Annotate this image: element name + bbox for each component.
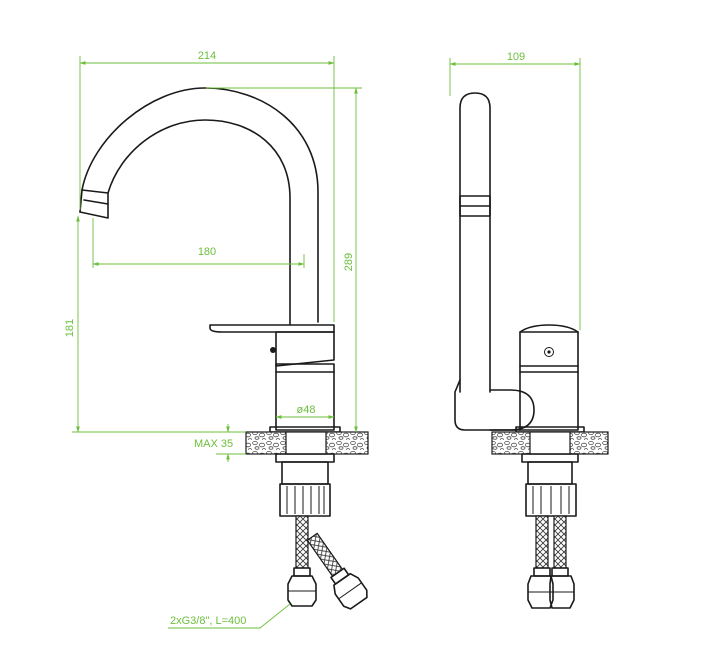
faucet-body xyxy=(275,363,335,431)
dim-max-thickness: MAX 35 xyxy=(194,438,233,450)
spout-inner xyxy=(107,119,291,325)
dim-spout-height: 181 xyxy=(64,319,76,337)
dim-width-top: 214 xyxy=(198,50,216,62)
side-countertop xyxy=(491,431,609,455)
front-countertop xyxy=(245,431,369,455)
handle-lever xyxy=(209,324,335,333)
dim-spout-reach: 180 xyxy=(198,246,216,258)
dim-height-total: 289 xyxy=(343,253,355,271)
handle-body xyxy=(275,331,335,367)
side-fittings xyxy=(521,453,579,609)
side-body xyxy=(489,389,535,431)
dimension-labels: 214 289 180 181 ø48 MAX 35 109 2xG3/8", … xyxy=(64,50,525,627)
spout-tip xyxy=(79,189,109,219)
spout-outer xyxy=(79,87,319,323)
front-view xyxy=(79,87,341,433)
dim-hose-spec: 2xG3/8", L=400 xyxy=(170,615,246,627)
side-dimensions xyxy=(449,58,581,330)
side-spout xyxy=(459,92,491,393)
dim-base-diameter: ø48 xyxy=(297,404,316,416)
front-dimensions xyxy=(72,56,362,629)
side-view xyxy=(454,92,585,433)
dim-side-width: 109 xyxy=(507,51,525,63)
front-fittings xyxy=(275,453,368,610)
